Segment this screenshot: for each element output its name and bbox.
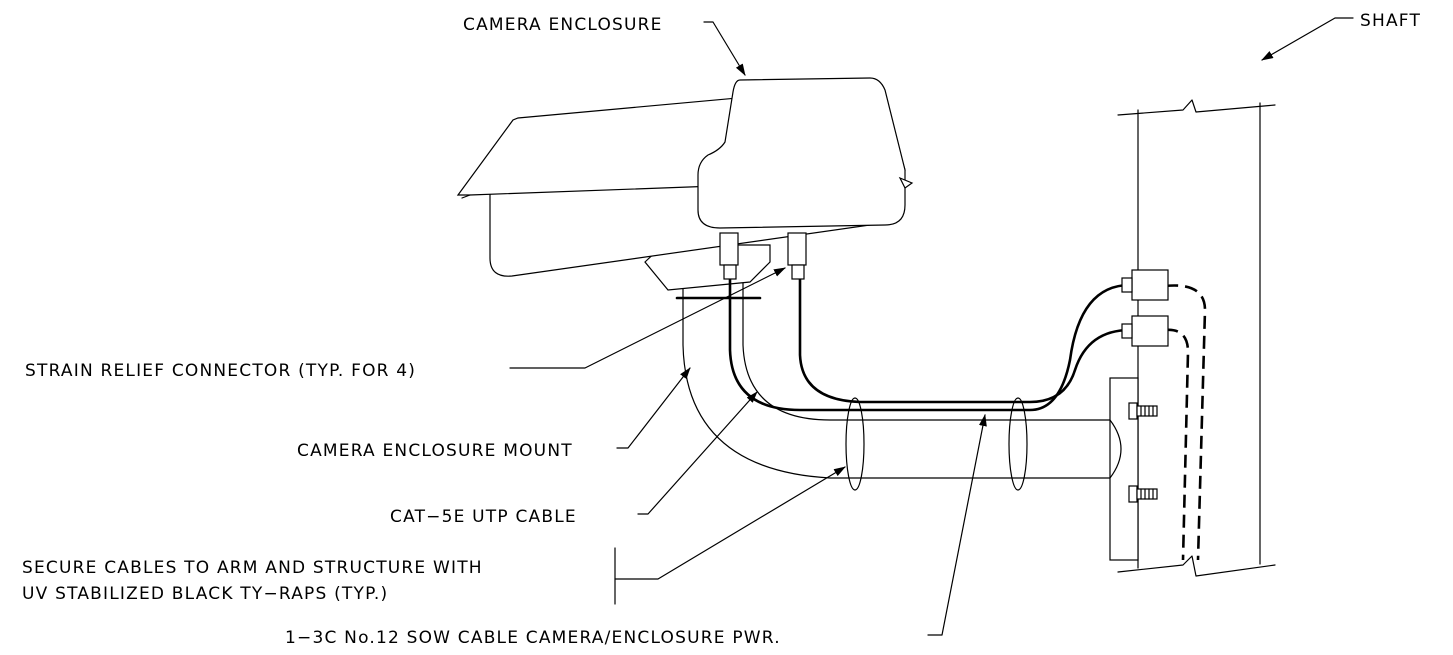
label-camera-enclosure: CAMERA ENCLOSURE [463,15,663,35]
ty-raps [845,397,1028,491]
label-strain-relief-connector: STRAIN RELIEF CONNECTOR (TYP. FOR 4) [25,361,416,381]
label-camera-enclosure-mount: CAMERA ENCLOSURE MOUNT [297,441,573,461]
label-secure-cables-line1: SECURE CABLES TO ARM AND STRUCTURE WITH [22,558,483,578]
strain-relief-connectors [719,232,1169,347]
enclosure-mount-arm [644,244,1122,479]
cables [728,238,1207,561]
leaders [509,17,1354,636]
label-shaft: SHAFT [1360,11,1421,31]
mounting-plate [1109,377,1158,561]
label-sow-cable: 1−3C No.12 SOW CABLE CAMERA/ENCLOSURE PW… [285,628,781,648]
label-cat5e-cable: CAT−5E UTP CABLE [390,507,577,527]
label-secure-cables-line2: UV STABILIZED BLACK TY−RAPS (TYP.) [22,584,388,604]
camera-enclosure [456,77,914,277]
